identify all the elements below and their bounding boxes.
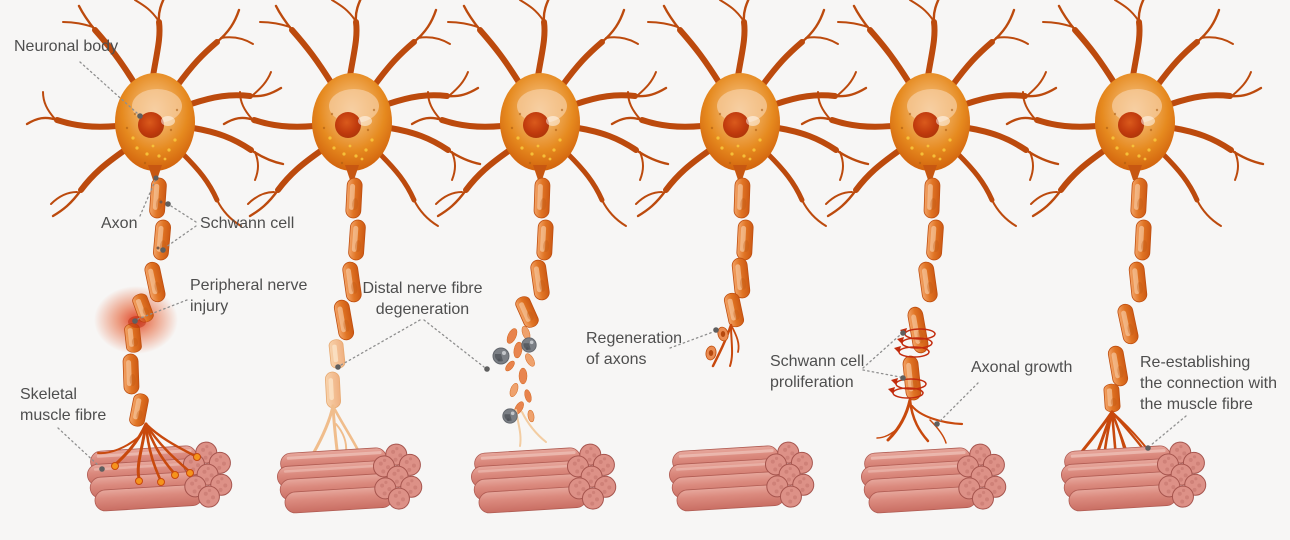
axon-chain bbox=[513, 177, 555, 331]
macrophage bbox=[521, 337, 537, 353]
label-schwann-proliferation: Schwann cell proliferation bbox=[770, 353, 865, 391]
macrophage bbox=[492, 347, 510, 365]
label-peripheral-injury: Peripheral nerve injury bbox=[190, 277, 308, 315]
axon-chain bbox=[722, 177, 755, 329]
stage-5-axonal-growth bbox=[802, 0, 1058, 516]
muscle-fibre-bundle bbox=[470, 443, 617, 517]
axon-sprouts bbox=[711, 323, 740, 368]
label-reestablish-connection: Re-establishing the connection with the … bbox=[1140, 354, 1277, 413]
nerve-endings bbox=[97, 422, 197, 481]
label-skeletal-muscle: Skeletal muscle fibre bbox=[20, 386, 107, 424]
muscle-fibre-bundle bbox=[668, 441, 815, 515]
muscle-fibre-bundle bbox=[1060, 441, 1207, 515]
leader-dots bbox=[99, 113, 1151, 472]
stage-1-peripheral-injury bbox=[27, 0, 283, 514]
macrophage bbox=[502, 408, 518, 424]
label-neuronal-body: Neuronal body bbox=[14, 38, 119, 55]
stage-4-axon-regeneration bbox=[612, 0, 868, 514]
stage-6-reconnection bbox=[1007, 0, 1263, 514]
stage-3-fragment-clearance bbox=[412, 0, 668, 516]
stage-2-distal-degeneration bbox=[224, 0, 480, 516]
label-regeneration-axons: Regeneration of axons bbox=[586, 330, 683, 368]
label-axon: Axon bbox=[101, 215, 138, 232]
muscle-fibre-bundle bbox=[860, 443, 1007, 517]
label-schwann-cell: Schwann cell bbox=[200, 215, 295, 232]
leader-lines bbox=[57, 61, 1187, 467]
label-distal-degeneration: Distal nerve fibre degeneration bbox=[362, 280, 483, 318]
terminal-bulbs bbox=[111, 453, 201, 486]
degenerating-distal-fibre bbox=[309, 338, 364, 464]
schwann-cells bbox=[705, 326, 729, 361]
growth-cone bbox=[876, 398, 964, 444]
muscle-fibre-bundle bbox=[276, 443, 423, 517]
axon-chain bbox=[901, 177, 945, 402]
label-axonal-growth: Axonal growth bbox=[971, 359, 1073, 376]
